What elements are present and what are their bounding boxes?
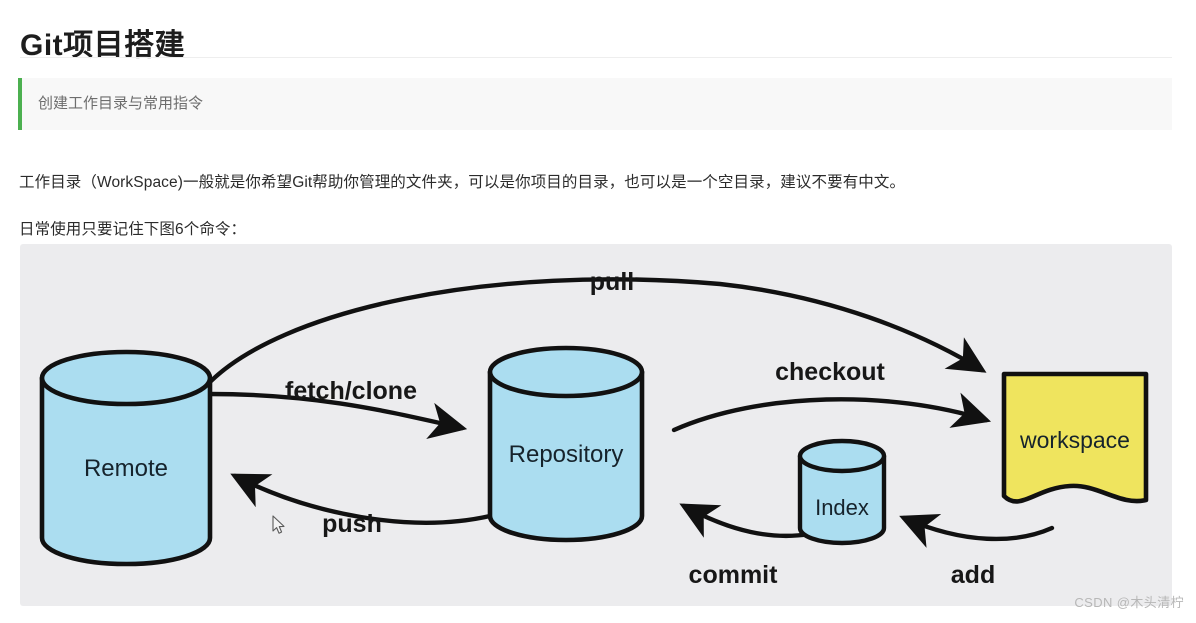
edge-label-push: push <box>322 510 382 538</box>
edge-commit <box>679 503 813 539</box>
node-repository: Repository <box>487 345 645 543</box>
paragraph-workspace-definition: 工作目录（WorkSpace)一般就是你希望Git帮助你管理的文件夹，可以是你项… <box>19 173 906 191</box>
page-title: Git项目搭建 <box>20 29 186 63</box>
paragraph-six-commands: 日常使用只要记住下图6个命令： <box>19 220 247 238</box>
node-workspace: workspace <box>1001 371 1149 504</box>
quote-block: 创建工作目录与常用指令 <box>18 78 1172 130</box>
node-label-remote: Remote <box>84 455 168 482</box>
node-label-workspace: workspace <box>1019 427 1130 453</box>
edge-push <box>230 473 493 525</box>
edge-label-fetch-clone: fetch/clone <box>285 377 417 405</box>
edge-label-pull: pull <box>590 268 634 296</box>
edge-add <box>899 513 1055 548</box>
node-index: Index <box>797 438 887 546</box>
edge-pull <box>205 277 987 387</box>
edge-label-add: add <box>951 561 995 589</box>
node-remote: Remote <box>39 349 213 567</box>
node-label-repository: Repository <box>509 441 624 468</box>
edge-label-checkout: checkout <box>775 358 885 386</box>
edge-checkout <box>671 392 992 433</box>
quote-text: 创建工作目录与常用指令 <box>38 95 204 112</box>
git-workflow-svg: pull fetch/clone push checkout commit ad… <box>39 268 1149 589</box>
node-label-index: Index <box>815 495 869 520</box>
csdn-watermark: CSDN @木头清柠 <box>1074 595 1184 610</box>
title-divider <box>20 57 1172 58</box>
edge-fetch-clone <box>207 391 468 439</box>
git-workflow-diagram: pull fetch/clone push checkout commit ad… <box>20 244 1172 606</box>
edge-label-commit: commit <box>689 561 779 589</box>
